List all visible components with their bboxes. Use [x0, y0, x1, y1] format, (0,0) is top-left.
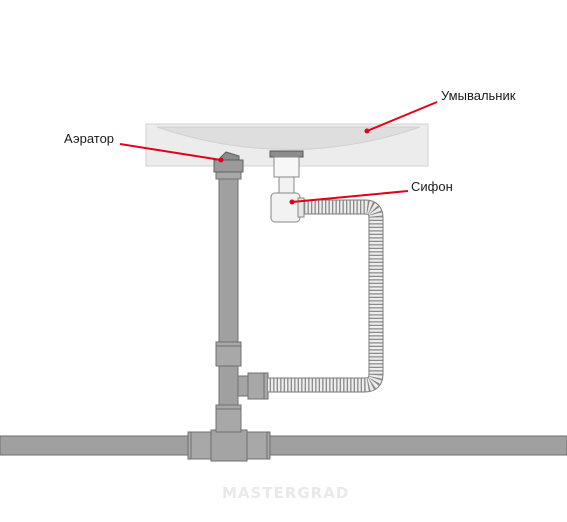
callout-line-sink	[366, 101, 438, 132]
siphon	[269, 150, 305, 223]
aerator-label: Аэратор	[64, 131, 115, 146]
callout-line-siphon	[291, 190, 409, 203]
sink-label: Умывальник	[441, 88, 516, 103]
callout-dot-aerator	[218, 157, 224, 163]
callout-dot-sink	[364, 128, 370, 134]
main-sewer-pipe	[0, 431, 567, 460]
vertical-riser-pipe	[215, 170, 242, 433]
corrugated-hose	[268, 199, 384, 393]
watermark-logo: MASTERGRAD	[222, 484, 350, 502]
bottom-tee-fitting	[210, 429, 248, 462]
upper-tee-fitting	[237, 372, 269, 400]
siphon-label: Сифон	[411, 179, 453, 194]
callout-dot-siphon	[289, 199, 295, 205]
callout-lines	[119, 101, 438, 205]
aerator-valve	[213, 151, 244, 173]
callout-line-aerator	[119, 143, 222, 161]
